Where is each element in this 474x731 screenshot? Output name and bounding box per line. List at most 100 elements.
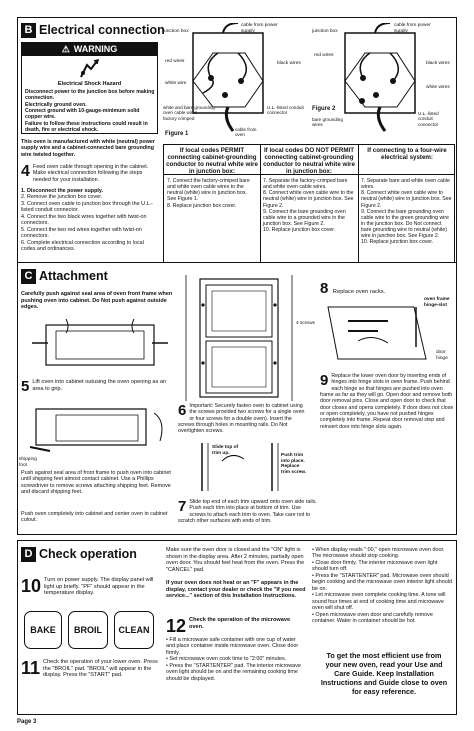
step-title: Check the operation of the microwave ove… bbox=[189, 617, 291, 630]
warning-label: WARNING bbox=[73, 44, 118, 55]
broil-button[interactable]: BROIL bbox=[68, 611, 108, 649]
step-6: 6 Important: Securely fasten oven to cab… bbox=[178, 403, 306, 435]
figure-2: junction box cable from power supply red… bbox=[310, 22, 455, 141]
figure-label: U.L.-listed conduit connector bbox=[267, 105, 304, 116]
warning-triangle-icon: ⚠ bbox=[61, 44, 70, 55]
step-number: 4 bbox=[21, 163, 30, 180]
step-text: Important: Securely fasten oven to cabin… bbox=[178, 403, 305, 435]
figure-label: white wire bbox=[165, 81, 187, 86]
figure-label: cable from oven bbox=[235, 127, 257, 138]
list-item: 8. Connect white oven cable wire to the … bbox=[263, 190, 354, 209]
list-item: 6. Complete electrical connection accord… bbox=[21, 239, 144, 253]
screws-label: 4 screws bbox=[296, 321, 315, 326]
list-item: 1. Disconnect the power supply. bbox=[21, 188, 103, 194]
list-item: 8. Connect white oven cable wire to neut… bbox=[361, 190, 452, 209]
list-item: • Fill a microwave safe container with o… bbox=[166, 637, 299, 656]
column-header: If local codes PERMIT connecting cabinet… bbox=[166, 147, 258, 176]
trim-illustration bbox=[201, 443, 279, 491]
push-text-2: Push oven completely into cabinet and ce… bbox=[21, 511, 168, 524]
column-list: 7. Separate the factory-crimped bare and… bbox=[263, 178, 355, 233]
lift-oven-illustration bbox=[29, 408, 163, 452]
shipping-foot-label: shipping foot bbox=[19, 457, 37, 468]
step-5: 5 Lift oven into cabinet outusing the ov… bbox=[21, 379, 173, 394]
attachment-section: C Attachment Carefully push against seal… bbox=[17, 262, 457, 535]
warning-box: ⚠ WARNING Electrical Shock Hazard Discon… bbox=[21, 42, 158, 134]
hinge-slot-label: oven frame hinge-slot bbox=[424, 297, 450, 308]
list-item: • Close door firmly. The interior microw… bbox=[312, 559, 438, 573]
step-number: 9 bbox=[320, 372, 329, 389]
hazard-title: Electrical Shock Hazard bbox=[57, 81, 122, 87]
check-middle-bold: If your oven does not heat or an "F" app… bbox=[166, 580, 306, 600]
step-number: 10 bbox=[21, 576, 42, 596]
step-text: Slide top end of each trim upward onto o… bbox=[178, 499, 317, 525]
step-text: Feed oven cable through opening in the c… bbox=[32, 164, 149, 183]
list-item: 2. Remove the junction box cover. bbox=[21, 194, 103, 201]
list-item: • Let microwave oven complete cooking ti… bbox=[312, 592, 446, 612]
hazard-line: Disconnect power to the junction box bef… bbox=[25, 89, 155, 102]
oven-cabinet-illustration bbox=[185, 275, 293, 401]
step-text: Turn on power supply. The display panel … bbox=[44, 577, 154, 597]
list-item: 7. Separate the factory-crimped bare and… bbox=[263, 178, 348, 191]
page-number: Page 3 bbox=[17, 719, 37, 725]
figure-label: junction box bbox=[312, 29, 338, 34]
check-section: D Check operation 10 Turn on power suppl… bbox=[17, 540, 457, 715]
step-number: 8 bbox=[320, 280, 329, 297]
manufactured-note: This oven is manufactured with white (ne… bbox=[21, 139, 155, 158]
list-item: 8. Replace junction box cover. bbox=[167, 202, 237, 209]
hazard-line: Failure to follow these instructions cou… bbox=[25, 120, 148, 134]
step-text: Check the operation of your lower oven. … bbox=[43, 659, 158, 679]
figure-label: red wires bbox=[314, 53, 334, 58]
figure-label: black wires bbox=[277, 61, 301, 66]
step-12: 12 Check the operation of the microwave … bbox=[166, 617, 306, 635]
step-4: 4 Feed oven cable through opening in the… bbox=[21, 164, 159, 183]
figure-label: white and bare grounding oven cable wire… bbox=[163, 105, 215, 121]
step-number: 11 bbox=[21, 658, 41, 678]
list-item: 4. Connect the two black wires together … bbox=[21, 213, 147, 227]
section-badge-d: D bbox=[21, 546, 36, 562]
list-item: 5. Connect the two red wires together wi… bbox=[21, 226, 142, 240]
column-header: If connecting to a four-wire electrical … bbox=[367, 147, 447, 162]
section-title: Electrical connection bbox=[39, 22, 165, 37]
hazard-line: Electrically ground oven. bbox=[25, 101, 87, 108]
steps-list: 1. Disconnect the power supply. 2. Remov… bbox=[21, 188, 159, 253]
warning-banner: ⚠ WARNING bbox=[22, 43, 157, 56]
figure-label: U.L.-listed conduit connector bbox=[418, 111, 439, 127]
clean-button[interactable]: CLEAN bbox=[114, 611, 154, 649]
electrical-header: B Electrical connection bbox=[21, 21, 165, 39]
bake-button[interactable]: BAKE bbox=[24, 611, 62, 649]
column-header: If local codes DO NOT PERMIT connecting … bbox=[263, 147, 355, 176]
step-number: 12 bbox=[166, 616, 187, 636]
figure-label: black wires bbox=[426, 61, 450, 66]
slide-trim-label: Slide top of trim up. bbox=[212, 445, 239, 456]
hazard-line: Connect ground with 10-gauge-minimum sol… bbox=[25, 108, 140, 121]
list-item: • When display reads ":00," open microwa… bbox=[312, 547, 445, 560]
electrical-section: B Electrical connection ⚠ WARNING Electr… bbox=[17, 17, 457, 277]
section-title: Check operation bbox=[39, 546, 137, 561]
wiring-diagram-2 bbox=[344, 22, 416, 132]
list-item: • Open microwave oven door and carefully… bbox=[312, 611, 433, 625]
wiring-diagram-1 bbox=[192, 22, 264, 132]
final-note: To get the most efficient use from your … bbox=[320, 651, 448, 696]
electric-shock-icon bbox=[80, 59, 100, 78]
step-10: 10 Turn on power supply. The display pan… bbox=[21, 577, 161, 597]
step-text: Replace oven racks. bbox=[332, 289, 386, 295]
figure-caption: Figure 1 bbox=[165, 131, 189, 137]
step-text: Lift oven into cabinet outusing the oven… bbox=[32, 379, 167, 392]
check-middle-text: Make sure the oven door is closed and th… bbox=[166, 547, 305, 573]
column-list: 7. Connect the factory-crimped bare and … bbox=[167, 178, 257, 209]
list-item: 9. Connect the bare grounding oven cable… bbox=[361, 208, 449, 240]
list-item: • Press the "STARTENTER" pad. Microwave … bbox=[312, 572, 452, 592]
push-text: Push against seal area of front frame to… bbox=[21, 470, 171, 496]
intro-text: Carefully push against seal area of oven… bbox=[21, 291, 173, 311]
hazard-lines: Disconnect power to the junction box bef… bbox=[25, 89, 156, 133]
step-12-bullets: • Fill a microwave safe container with o… bbox=[166, 637, 306, 682]
figure-label: junction box bbox=[163, 29, 189, 34]
step-9: 9 Replace the lower oven door by inserti… bbox=[320, 373, 456, 430]
push-trim-label: Push trim into place. Replace trim screw… bbox=[281, 453, 307, 475]
section-badge-b: B bbox=[21, 22, 36, 38]
list-item: • Set microwave oven cook time to "2:00"… bbox=[166, 656, 287, 663]
list-item: 10. Replace junction box cover. bbox=[263, 227, 336, 233]
list-item: 9. Connect the bare grounding oven cable… bbox=[263, 208, 346, 227]
step-11: 11 Check the operation of your lower ove… bbox=[21, 659, 161, 679]
step-8: 8 Replace oven racks. bbox=[320, 281, 454, 296]
